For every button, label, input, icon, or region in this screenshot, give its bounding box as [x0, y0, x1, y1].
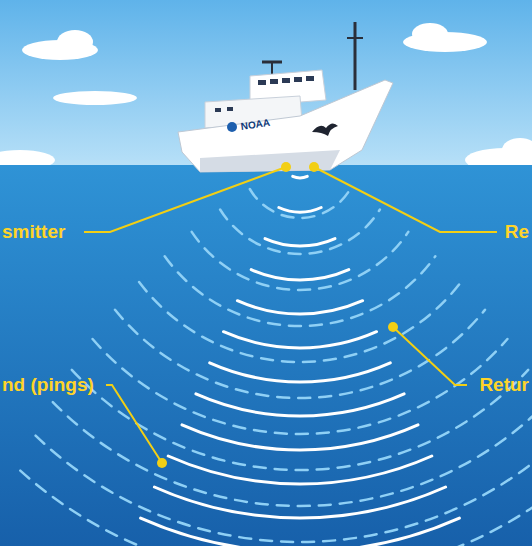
- return-echo: [36, 436, 532, 542]
- clouds: [0, 23, 532, 172]
- return-echo: [192, 232, 409, 290]
- ping-wave: [279, 208, 321, 213]
- sea: [0, 165, 532, 546]
- return-echo: [165, 256, 436, 326]
- part-label: Re: [505, 221, 529, 243]
- return-echo: [93, 339, 508, 434]
- ping-wave: [154, 487, 445, 518]
- ship: [178, 22, 393, 172]
- ping-wave: [210, 363, 391, 382]
- ping-wave: [293, 176, 308, 178]
- return-echo: [220, 210, 380, 254]
- leader-lines: [84, 167, 497, 463]
- ping-wave: [196, 394, 404, 416]
- ping-wave: [182, 425, 418, 450]
- ping-wave: [237, 301, 362, 314]
- return-echo: [250, 189, 350, 218]
- ping-wave: [141, 518, 460, 546]
- part-label: smitter: [2, 221, 65, 243]
- ping-wave: [168, 456, 432, 484]
- leader-dots: [157, 162, 398, 468]
- return-echo: [139, 282, 461, 362]
- part-label: Retur: [479, 374, 529, 396]
- ping-wave: [251, 270, 349, 280]
- return-echo: [53, 402, 532, 506]
- ping-wave: [224, 332, 377, 348]
- return-echo: [115, 310, 485, 398]
- ping-wave: [265, 239, 335, 246]
- part-label: nd (pings): [2, 374, 94, 396]
